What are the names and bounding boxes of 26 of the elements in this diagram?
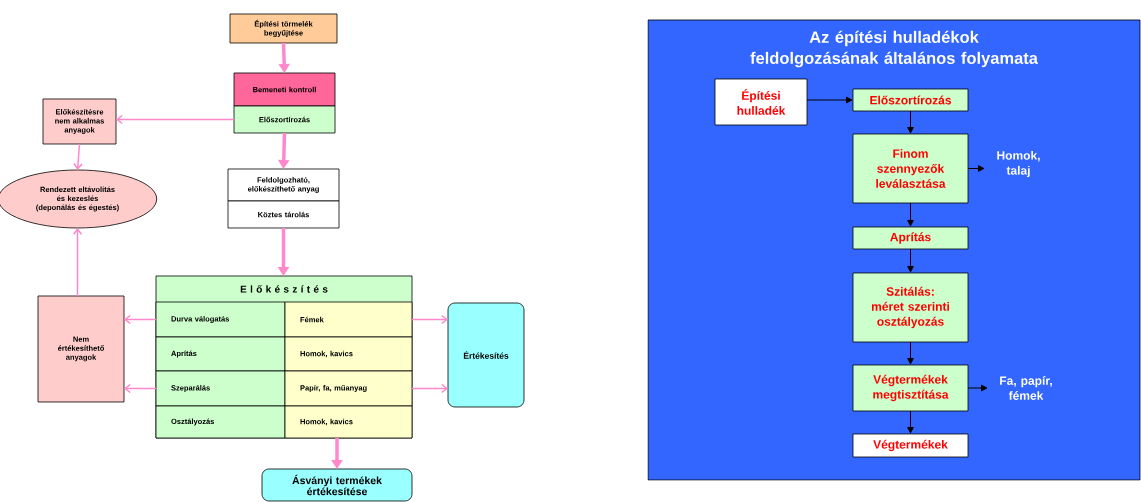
- arrow: [967, 165, 985, 172]
- process-box: Szitálás: méret szerinti osztályozás: [852, 272, 969, 343]
- arrow: [907, 410, 914, 434]
- process-box: Végtermékek: [852, 433, 969, 458]
- arrow: [907, 341, 914, 365]
- process-box: Építési hulladék: [714, 78, 808, 126]
- arrow: [72, 228, 83, 297]
- arrow: [124, 314, 157, 325]
- arrow: [124, 383, 157, 394]
- process-box: Előszortírozás: [852, 88, 969, 112]
- process-box: Aprítás: [852, 226, 969, 250]
- arrow: [116, 114, 235, 125]
- process-box: Végtermékek megtisztítása: [852, 364, 969, 412]
- output-label: Homok, talaj: [997, 150, 1040, 178]
- process-box: Finom szennyezők leválasztása: [852, 133, 969, 204]
- output-label: Fa, papír, fémek: [1000, 376, 1052, 400]
- arrow: [967, 384, 988, 392]
- process-box: Ásványi termékek értékesítése: [261, 468, 413, 502]
- arrow: [907, 248, 914, 273]
- arrow: [411, 383, 448, 394]
- arrow: [907, 202, 914, 227]
- arrow: [907, 110, 914, 134]
- arrow: [411, 314, 448, 325]
- arrow: [73, 143, 83, 170]
- arrow: [806, 96, 853, 104]
- process-box: Értékesítés: [447, 302, 525, 408]
